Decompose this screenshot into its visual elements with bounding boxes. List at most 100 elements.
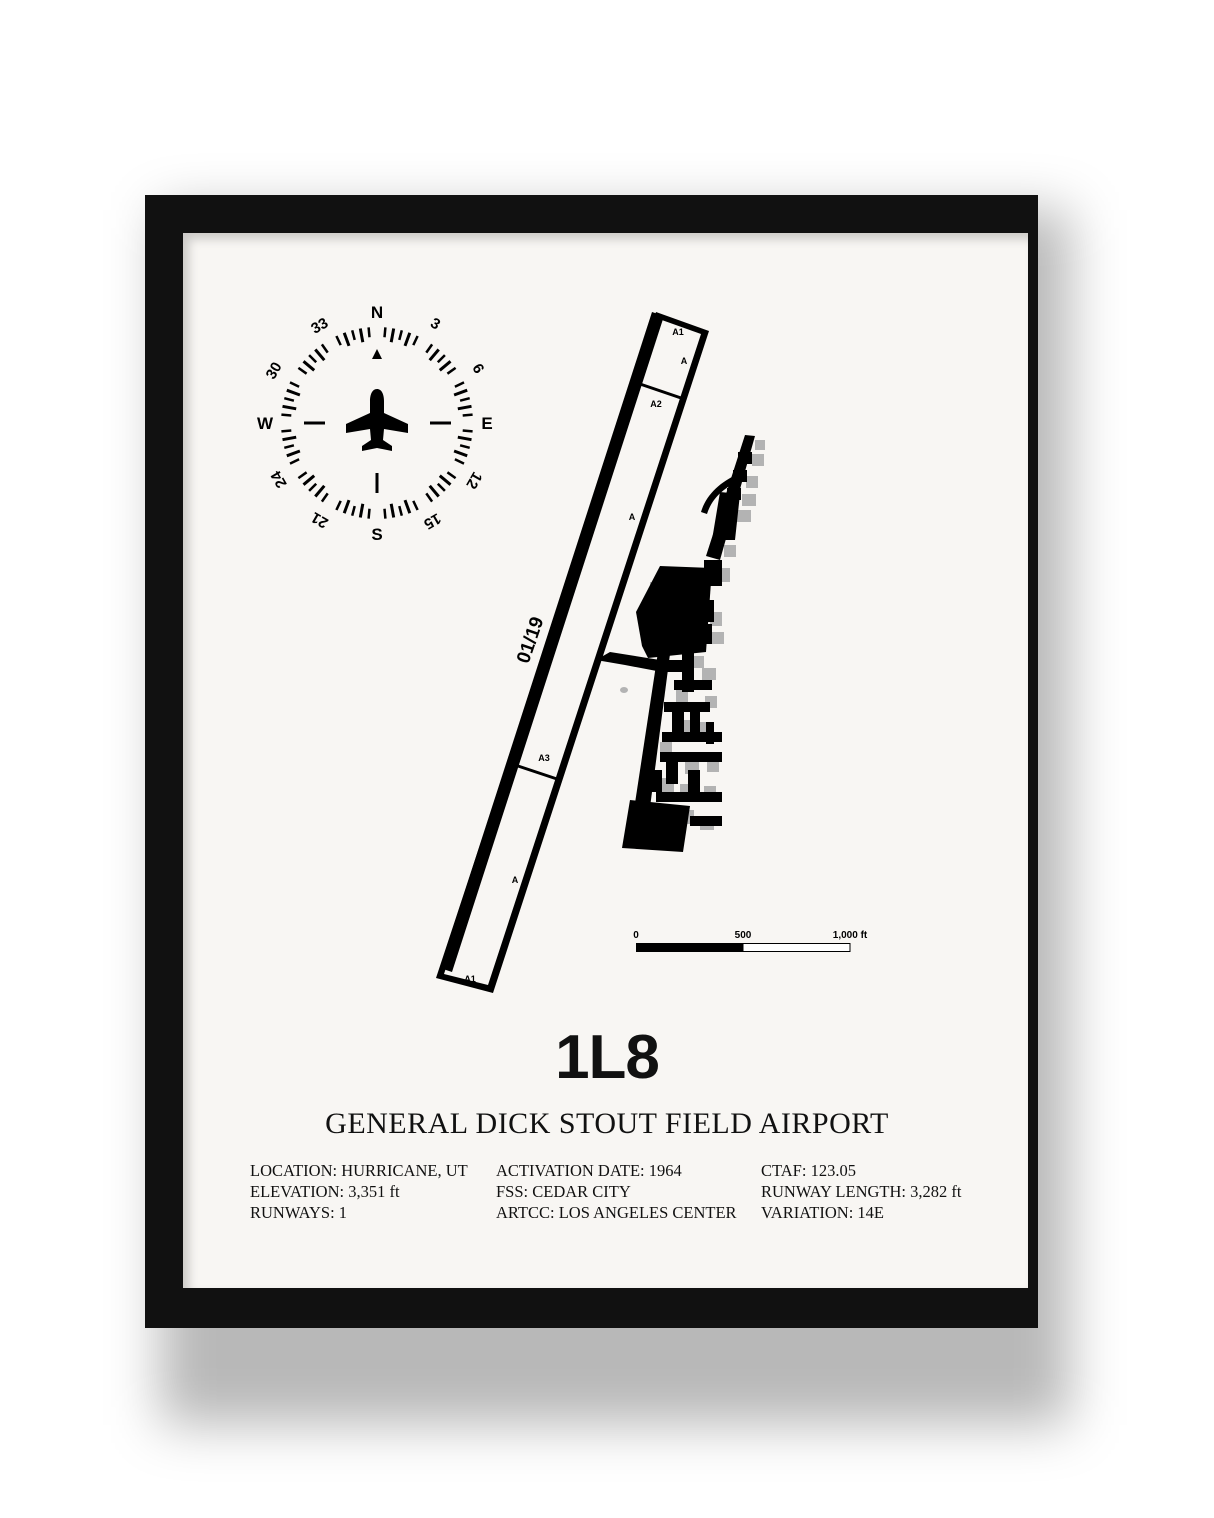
compass-tick — [314, 484, 326, 498]
compass-tick — [302, 360, 316, 372]
info-column-activation: ACTIVATION DATE: 1964 FSS: CEDAR CITY AR… — [496, 1160, 737, 1223]
taxiway-a3-line — [511, 762, 558, 781]
hangar — [704, 560, 722, 586]
compass-heading-15: 15 — [421, 509, 444, 532]
compass-tick — [286, 388, 301, 397]
info-variation: VARIATION: 14E — [761, 1203, 884, 1222]
hangar-row — [660, 752, 722, 762]
compass-tick — [358, 328, 365, 343]
compass-tick — [403, 332, 412, 347]
apron-connector — [596, 652, 662, 672]
compass-tick — [462, 429, 473, 433]
compass-tick — [308, 354, 318, 364]
hangar-shadow — [724, 545, 736, 557]
airplane-icon — [346, 389, 408, 451]
info-column-location: LOCATION: HURRICANE, UT ELEVATION: 3,351… — [250, 1160, 468, 1223]
hangar — [738, 452, 752, 464]
compass-tick — [383, 327, 387, 338]
compass-tick — [283, 444, 295, 450]
taxi-spine-south — [630, 652, 670, 838]
compass-tick — [389, 328, 396, 343]
hangar-shadow — [702, 668, 716, 680]
scale-label-1000: 1,000 ft — [833, 930, 868, 941]
compass-tick — [446, 471, 457, 480]
compass-tick — [320, 492, 329, 503]
scale-label-0: 0 — [633, 930, 639, 941]
compass-tick — [350, 505, 356, 517]
hangar-shadow — [692, 656, 704, 668]
compass-tick — [389, 503, 396, 518]
hangar-row — [664, 702, 710, 712]
runway-inner-taxiway — [444, 319, 701, 985]
info-elevation: ELEVATION: 3,351 ft — [250, 1182, 400, 1201]
scale-bar: 0 500 1,000 ft — [633, 930, 868, 952]
poster-paper — [183, 233, 1028, 1288]
compass-tick — [383, 508, 387, 519]
hangar-cluster-north — [712, 492, 740, 540]
compass-tick — [398, 505, 404, 517]
taxiway-label-a-north: A — [681, 356, 688, 366]
compass-cardinal-w: W — [257, 414, 274, 433]
compass-heading-30: 30 — [263, 359, 286, 382]
taxiway-label-a-middle: A — [629, 512, 636, 522]
compass-tick — [453, 449, 468, 458]
compass-heading-12: 12 — [462, 469, 485, 492]
compass-tick — [428, 484, 440, 498]
hangar — [727, 488, 741, 500]
hangar — [696, 624, 712, 644]
hangar-row — [690, 816, 722, 826]
compass-tick — [403, 499, 412, 514]
compass-heading-33: 33 — [308, 315, 331, 338]
info-runway-length: RUNWAY LENGTH: 3,282 ft — [761, 1182, 962, 1201]
compass-tick — [454, 458, 465, 465]
compass-tick — [453, 388, 468, 397]
scale-label-500: 500 — [735, 930, 752, 941]
compass-tick — [459, 396, 471, 402]
hangar-shadow — [710, 632, 724, 644]
info-activation-date: ACTIVATION DATE: 1964 — [496, 1161, 682, 1180]
hangar — [664, 810, 678, 832]
compass-tick — [459, 444, 471, 450]
compass-tick — [342, 332, 351, 347]
compass-tick — [286, 449, 301, 458]
compass-cardinal-n: N — [371, 303, 383, 322]
compass-cardinal-e: E — [481, 414, 492, 433]
taxiway-label-a1-south: A1 — [464, 974, 476, 984]
hangar-shadow — [755, 440, 765, 450]
compass-heading-3: 3 — [427, 315, 443, 334]
hangar-shadow — [742, 494, 756, 506]
compass-ticks — [281, 327, 473, 519]
taxi-lane-curve — [701, 474, 740, 514]
compass-tick — [438, 360, 452, 372]
compass-tick — [462, 413, 473, 417]
compass-tick — [457, 435, 472, 442]
compass-tick — [398, 329, 404, 341]
hangar-row — [662, 732, 722, 742]
compass-rose: N E S W 3 6 12 15 21 24 30 33 — [257, 303, 493, 544]
compass-tick — [302, 474, 316, 486]
hangar-shadow — [660, 742, 672, 754]
compass-tick — [367, 508, 371, 519]
compass-tick — [358, 503, 365, 518]
compass-tick — [425, 492, 434, 503]
compass-tick — [446, 366, 457, 375]
compass-tick — [320, 343, 329, 354]
info-artcc: ARTCC: LOS ANGELES CENTER — [496, 1203, 737, 1222]
hangar-row — [674, 680, 712, 690]
compass-tick — [342, 499, 351, 514]
compass-tick — [297, 366, 308, 375]
compass-tick — [308, 482, 318, 492]
taxiway-label-a-south: A — [512, 875, 519, 885]
hangar-shadow — [676, 690, 688, 702]
compass-tick — [425, 343, 434, 354]
compass-tick — [283, 396, 295, 402]
taxiway-label-a3: A3 — [538, 753, 550, 763]
runway-pavement — [440, 312, 664, 972]
compass-tick — [297, 471, 308, 480]
taxiway-label-a1-north: A1 — [672, 327, 684, 337]
compass-tick — [289, 381, 300, 388]
compass-tick — [412, 500, 419, 511]
compass-tick — [457, 404, 472, 411]
compass-tick — [350, 329, 356, 341]
taxiway-label-a2: A2 — [650, 399, 662, 409]
